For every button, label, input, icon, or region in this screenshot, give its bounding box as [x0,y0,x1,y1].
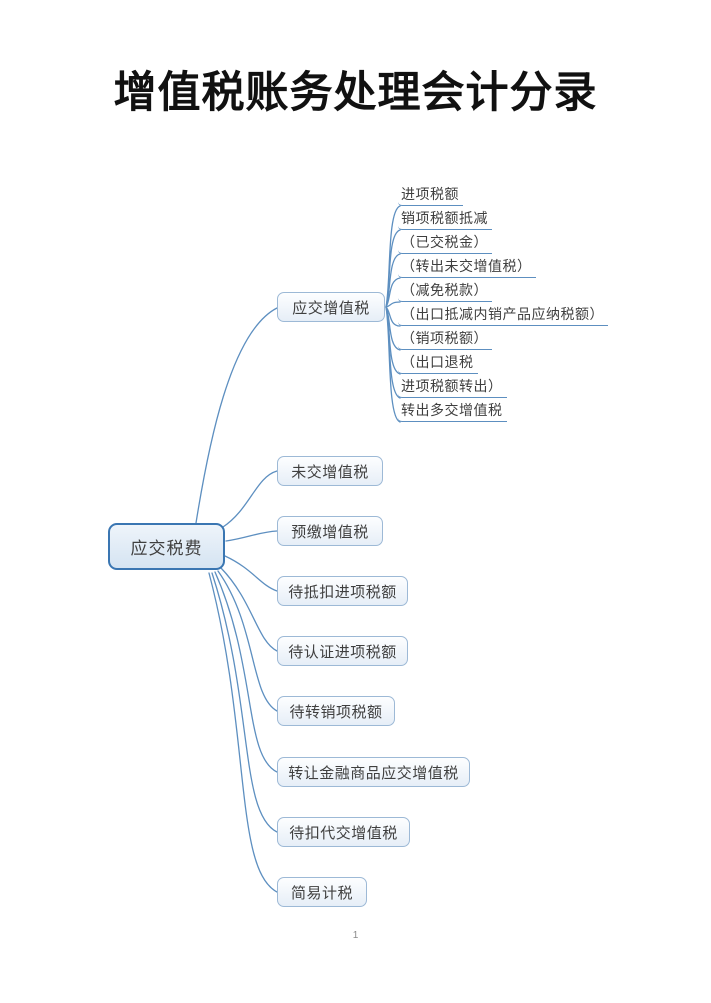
connector-line [217,570,278,712]
connector-line [224,555,278,592]
branch-node-prepaid-vat: 预缴增值税 [277,516,383,546]
leaf-item: （转出未交增值税） [398,257,536,278]
branch-node-vat-payable: 应交增值税 [277,292,385,322]
connector-line [211,572,278,833]
connector-line [222,470,278,528]
branch-node-label: 待扣代交增值税 [289,824,398,842]
root-node-label: 应交税费 [130,539,203,558]
leaf-item: 转出多交增值税 [398,401,507,422]
branch-node-label: 待转销项税额 [289,703,383,721]
branch-node-simple-taxation: 简易计税 [277,877,367,907]
branch-node-label: 待抵扣进项税额 [288,583,397,601]
connector-line [195,307,278,524]
branch-node-input-tax-to-certify: 待认证进项税额 [277,636,408,666]
root-node-taxes-payable: 应交税费 [108,523,225,570]
branch-node-financial-products-vat: 转让金融商品应交增值税 [277,757,470,787]
branch-node-unpaid-vat: 未交增值税 [277,456,383,486]
leaf-item: （已交税金） [398,233,492,254]
leaf-item: （销项税额） [398,329,492,350]
leaf-item: （出口退税 [398,353,478,374]
branch-node-label: 预缴增值税 [291,523,369,541]
connector-line [225,530,278,542]
connector-line [214,571,278,773]
branch-node-input-tax-to-deduct: 待抵扣进项税额 [277,576,408,606]
branch-node-withholding-vat: 待扣代交增值税 [277,817,410,847]
connector-line [385,306,401,423]
connector-line [220,567,278,652]
leaf-item: （减免税款） [398,281,492,302]
branch-node-label: 应交增值税 [292,299,370,317]
branch-node-label: 待认证进项税额 [288,643,397,661]
leaf-item: （出口抵减内销产品应纳税额） [398,305,608,326]
leaf-item: 进项税额 [398,185,463,206]
leaf-item: 进项税额转出） [398,377,507,398]
connector-line [385,301,401,308]
page-number: 1 [352,930,359,941]
branch-node-label: 未交增值税 [291,463,369,481]
page-title: 增值税账务处理会计分录 [113,69,598,117]
connector-line [385,277,401,308]
branch-node-label: 转让金融商品应交增值税 [288,764,459,782]
branch-node-output-tax-to-transfer: 待转销项税额 [277,696,395,726]
leaf-item: 销项税额抵减 [398,209,492,230]
connector-line [208,572,278,893]
branch-node-label: 简易计税 [290,884,353,902]
